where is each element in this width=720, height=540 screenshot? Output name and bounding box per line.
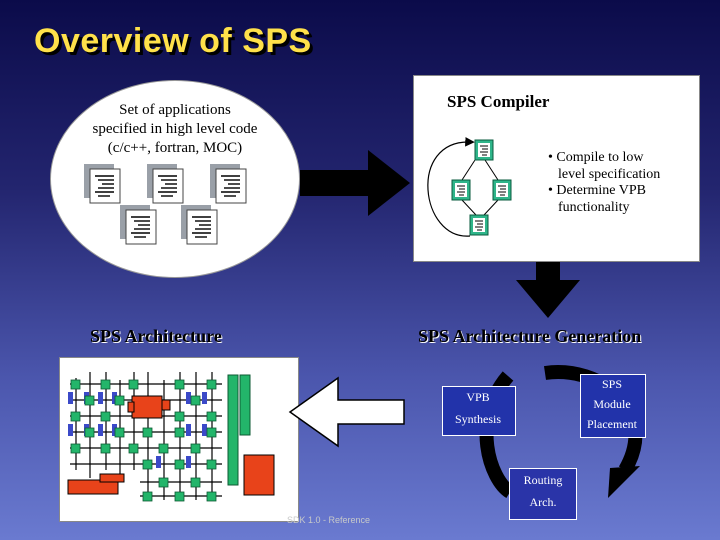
applications-line-1: Set of applications [119,102,231,118]
code-file-icon [146,163,184,204]
flow-node-icon [474,139,494,161]
footer-text: SDK 1.0 - Reference [287,515,371,525]
code-file-icon [180,204,218,245]
page-title: Overview of SPS [34,22,312,60]
sps-module-placement-box [580,374,646,438]
applications-description: Set of applications specified in high le… [62,101,288,158]
generation-title: SPS Architecture Generation [418,326,642,346]
compiler-bullet-line-3: • Determine VPB [548,183,646,198]
applications-line-3: (c/c++, fortran, MOC) [107,140,243,156]
arrow-right-icon [300,150,410,216]
arrow-left-icon [288,376,405,448]
vpb-synthesis-line-2: Synthesis [454,412,501,426]
compiler-bullet-line-2: level specification [558,166,661,182]
applications-line-2: specified in high level code [92,121,258,137]
routing-arch-line-1: Routing [523,473,563,487]
routing-arch-box: Routing Arch. [509,468,577,520]
sps-module-placement-label: SPS Module Placement [580,374,644,434]
vpb-synthesis-label: VPB Synthesis [442,386,514,430]
code-file-icon [209,163,247,204]
flow-node-icon [492,179,512,201]
compiler-bullet-line-1: • Compile to low [548,150,644,165]
sps-module-placement-line-1: SPS [601,377,623,391]
vpb-synthesis-line-1: VPB [466,390,490,404]
arrow-down-icon [516,262,580,318]
architecture-title: SPS Architecture [90,326,222,346]
compiler-flow-graph [427,137,512,237]
compiler-bullets: • Compile to low level specification • D… [548,150,698,216]
code-file-icon [83,163,121,204]
architecture-schematic [67,372,275,502]
flow-node-icon [451,179,471,201]
compiler-bullet-line-4: functionality [558,199,630,215]
compiler-title: SPS Compiler [447,92,550,111]
sps-module-placement-line-3: Placement [587,417,637,431]
vpb-synthesis-box [442,386,516,436]
routing-arch-line-2: Arch. [529,495,557,509]
sps-module-placement-line-2: Module [593,397,631,411]
code-file-icon [119,204,157,245]
flow-node-icon [469,214,489,236]
compiler-panel [413,75,700,262]
